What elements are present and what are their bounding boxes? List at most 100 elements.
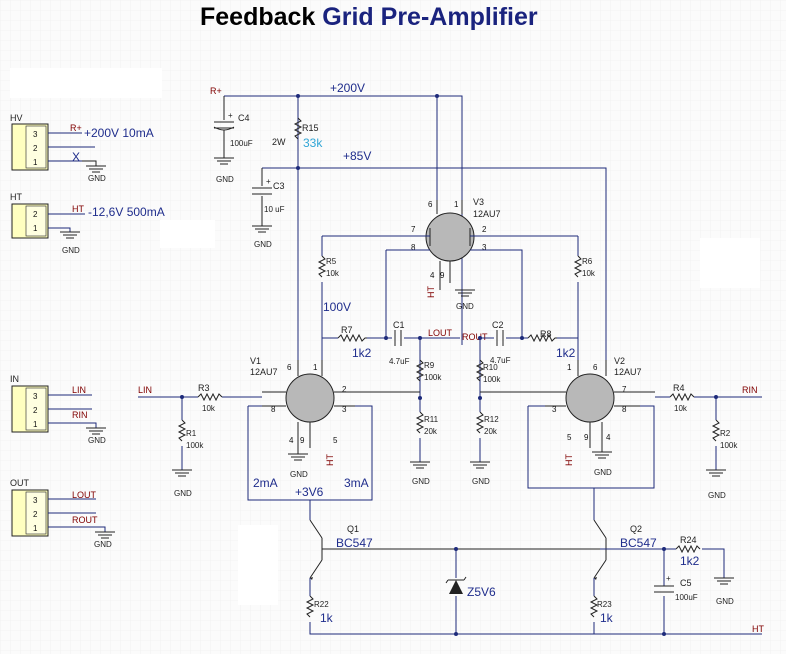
svg-text:1k: 1k [320, 611, 334, 625]
svg-text:1: 1 [313, 363, 318, 372]
resistor-r11: R11 20k GND [410, 398, 439, 486]
svg-text:2W: 2W [272, 137, 286, 147]
svg-text:1: 1 [33, 420, 38, 429]
svg-text:4.7uF: 4.7uF [490, 356, 511, 365]
svg-text:4: 4 [289, 436, 294, 445]
svg-text:GND: GND [708, 491, 726, 500]
svg-text:5: 5 [567, 433, 572, 442]
resistor-r9: R9 100k [415, 359, 442, 382]
svg-text:C3: C3 [273, 181, 285, 191]
svg-text:3: 3 [342, 405, 347, 414]
svg-text:RIN: RIN [72, 410, 88, 420]
tube-v1: 6 1 2 8 3 4 9 5 V1 12AU7 HT GND [250, 356, 420, 479]
rail-ht: HT [752, 624, 764, 634]
svg-text:C4: C4 [238, 113, 250, 123]
svg-text:20k: 20k [424, 427, 438, 436]
svg-text:8: 8 [622, 405, 627, 414]
svg-text:1k2: 1k2 [680, 554, 700, 568]
svg-text:R7: R7 [341, 325, 353, 335]
svg-text:2: 2 [33, 144, 38, 153]
svg-text:6: 6 [593, 363, 598, 372]
svg-text:+: + [266, 177, 271, 186]
svg-text:2: 2 [33, 406, 38, 415]
resistor-r2: R2 100k GND [706, 419, 738, 500]
svg-text:100k: 100k [186, 441, 204, 450]
svg-text:R+: R+ [210, 86, 222, 96]
resistor-r12: R12 20k GND [470, 398, 499, 486]
capacitor-c1: C1 4.7uF [389, 320, 410, 366]
svg-text:GND: GND [472, 477, 490, 486]
resistor-r23: R23 1k [589, 595, 614, 625]
svg-text:+: + [666, 574, 671, 583]
net-rout: ROUT [462, 332, 488, 342]
resistor-r15: R15 2W 33k [272, 117, 323, 150]
svg-text:R8: R8 [540, 329, 552, 339]
svg-text:10k: 10k [326, 269, 340, 278]
current-right: 3mA [344, 476, 369, 490]
svg-text:8: 8 [271, 405, 276, 414]
svg-text:LIN: LIN [72, 385, 86, 395]
svg-text:4: 4 [430, 271, 435, 280]
svg-text:GND: GND [594, 468, 612, 477]
svg-text:R11: R11 [424, 415, 439, 424]
svg-text:Q2: Q2 [630, 524, 642, 534]
svg-text:10 uF: 10 uF [264, 205, 285, 214]
resistor-r5: R5 10k 100V [317, 236, 351, 338]
svg-text:100k: 100k [424, 373, 442, 382]
svg-text:3: 3 [33, 496, 38, 505]
svg-text:HV: HV [10, 113, 23, 123]
svg-text:GND: GND [174, 489, 192, 498]
svg-text:C1: C1 [393, 320, 405, 330]
svg-text:1: 1 [567, 363, 572, 372]
net-lin: LIN [138, 385, 152, 395]
svg-text:+: + [228, 111, 233, 120]
svg-text:1: 1 [33, 158, 38, 167]
svg-text:12AU7: 12AU7 [473, 209, 501, 219]
svg-text:R+: R+ [70, 123, 82, 133]
svg-text:GND: GND [216, 175, 234, 184]
svg-text:GND: GND [62, 246, 80, 255]
svg-text:2: 2 [342, 385, 347, 394]
svg-text:R6: R6 [582, 257, 593, 266]
svg-text:8: 8 [411, 243, 416, 252]
svg-text:100k: 100k [483, 375, 501, 384]
transistor-q2: Q2 BC547 [593, 519, 660, 634]
svg-text:10k: 10k [582, 269, 596, 278]
svg-text:3: 3 [552, 405, 557, 414]
svg-text:100uF: 100uF [230, 139, 253, 148]
svg-text:OUT: OUT [10, 478, 30, 488]
svg-text:HT: HT [564, 454, 574, 466]
rail-200v: R+ +200V [210, 81, 463, 360]
svg-text:V2: V2 [614, 356, 625, 366]
current-left: 2mA [253, 476, 278, 490]
net-lout: LOUT [428, 328, 453, 338]
svg-text:HT: HT [325, 454, 335, 466]
svg-text:V1: V1 [250, 356, 261, 366]
svg-text:6: 6 [428, 200, 433, 209]
capacitor-c3: + C3 10 uF GND [252, 168, 285, 249]
svg-text:R10: R10 [483, 363, 498, 372]
svg-text:GND: GND [88, 436, 106, 445]
svg-text:6: 6 [287, 363, 292, 372]
rail-85v: +85V [262, 149, 607, 360]
connector-in: IN 3 2 1 LIN RIN GND [10, 374, 106, 445]
svg-text:7: 7 [411, 225, 416, 234]
svg-text:1k2: 1k2 [556, 346, 576, 360]
svg-text:GND: GND [94, 540, 112, 549]
svg-text:GND: GND [456, 302, 474, 311]
svg-text:+85V: +85V [343, 149, 371, 163]
svg-text:2: 2 [33, 510, 38, 519]
svg-text:20k: 20k [484, 427, 498, 436]
svg-text:1: 1 [33, 224, 38, 233]
svg-text:C5: C5 [680, 578, 692, 588]
rail-3v6: +3V6 [295, 485, 324, 499]
svg-text:X: X [72, 150, 80, 164]
zener-z5v6: Z5V6 [445, 547, 496, 636]
resistor-r1: R1 100k GND [172, 419, 204, 498]
connector-out: OUT 3 2 1 LOUT ROUT GND [10, 478, 115, 549]
svg-text:GND: GND [716, 597, 734, 606]
svg-text:Z5V6: Z5V6 [467, 585, 496, 599]
resistor-r7: R7 1k2 [337, 325, 372, 360]
